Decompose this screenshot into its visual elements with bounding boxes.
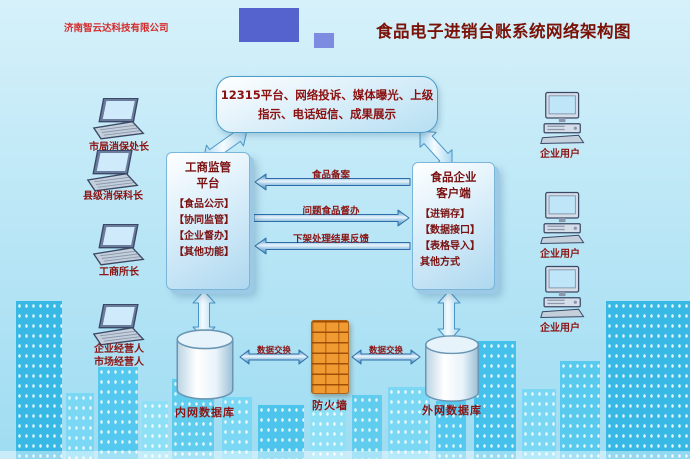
external-database-label: 外网数据库 xyxy=(422,404,482,417)
building xyxy=(474,341,516,459)
building xyxy=(436,401,466,459)
enterprise-item-other: 其他方式 xyxy=(420,257,460,269)
building xyxy=(222,397,252,459)
page-title: 食品电子进销台账系统网络架构图 xyxy=(376,22,631,41)
desktop-icon xyxy=(540,90,586,146)
building xyxy=(606,301,690,459)
building xyxy=(388,387,430,459)
building xyxy=(66,393,94,459)
internal-database-label: 内网数据库 xyxy=(175,406,235,419)
building xyxy=(560,361,600,459)
building xyxy=(258,405,304,459)
flow-label-removal-feedback: 下架处理结果反馈 xyxy=(292,234,370,245)
laptop-icon xyxy=(92,98,146,140)
firewall-label: 防火墙 xyxy=(312,399,348,412)
external-database-cylinder xyxy=(422,334,482,404)
user-label-operators-line2: 市场经营人 xyxy=(94,357,144,368)
enterprise-item-inventory: 【进销存】 xyxy=(420,209,470,221)
regulator-title-line2: 平台 xyxy=(196,175,220,190)
user-label-enterprise-1: 企业用户 xyxy=(540,149,580,160)
internal-database-cylinder xyxy=(174,328,236,402)
company-name: 济南智云达科技有限公司 xyxy=(64,23,169,34)
regulator-box-items: 【食品公示】 【协同监管】 【企业督办】 【其他功能】 xyxy=(171,197,245,261)
regulator-item-co-supervision: 【协同监管】 xyxy=(174,215,234,227)
laptop-icon xyxy=(92,304,146,346)
building xyxy=(522,389,556,459)
external-channels-line1: 12315平台、网络投诉、媒体曝光、上级 xyxy=(220,88,434,102)
user-label-operators-line1: 企业经营人 xyxy=(94,344,144,355)
building xyxy=(310,399,346,459)
logo-block-large xyxy=(239,8,299,42)
desktop-icon xyxy=(540,190,586,246)
desktop-icon xyxy=(540,264,586,320)
user-label-bureau-chief: 市局消保处长 xyxy=(89,142,149,153)
regulator-item-publicity: 【食品公示】 xyxy=(174,199,234,211)
building xyxy=(16,301,62,459)
user-label-county-chief: 县级消保科长 xyxy=(83,191,143,202)
external-channels-line2: 指示、电话短信、成果展示 xyxy=(258,107,396,121)
flow-label-data-exchange-right: 数据交换 xyxy=(368,346,404,356)
flow-label-food-record: 食品备案 xyxy=(311,170,351,181)
regulator-title-line1: 工商监管 xyxy=(185,160,231,174)
enterprise-item-table-import: 【表格导入】 xyxy=(420,241,480,253)
regulator-item-other: 【其他功能】 xyxy=(174,247,234,259)
enterprise-client-box: 食品企业 客户端 【进销存】 【数据接口】 【表格导入】 其他方式 xyxy=(412,162,495,290)
user-label-enterprise-3: 企业用户 xyxy=(540,323,580,334)
regulator-platform-box: 工商监管 平台 【食品公示】 【协同监管】 【企业督办】 【其他功能】 xyxy=(166,152,250,290)
enterprise-item-data-interface: 【数据接口】 xyxy=(420,225,480,237)
user-label-office-director: 工商所长 xyxy=(99,267,139,278)
regulator-item-enterprise-supervise: 【企业督办】 xyxy=(174,231,234,243)
building xyxy=(142,401,168,459)
regulator-box-title: 工商监管 平台 xyxy=(171,160,245,191)
user-label-operators: 企业经营人 市场经营人 xyxy=(69,343,169,369)
building xyxy=(352,395,382,459)
flow-label-data-exchange-left: 数据交换 xyxy=(256,346,292,356)
ground-strip xyxy=(0,451,690,459)
enterprise-box-title: 食品企业 客户端 xyxy=(417,170,490,201)
user-label-enterprise-2: 企业用户 xyxy=(540,249,580,260)
laptop-icon xyxy=(86,150,140,192)
enterprise-box-items: 【进销存】 【数据接口】 【表格导入】 其他方式 xyxy=(417,207,490,271)
firewall-icon xyxy=(311,320,349,394)
laptop-icon xyxy=(92,224,146,266)
building xyxy=(98,367,138,459)
enterprise-title-line2: 客户端 xyxy=(436,185,471,200)
enterprise-title-line1: 食品企业 xyxy=(430,170,477,184)
external-channels-box: 12315平台、网络投诉、媒体曝光、上级 指示、电话短信、成果展示 xyxy=(216,76,438,133)
flow-label-problem-supervision: 问题食品督办 xyxy=(302,206,360,217)
logo-block-small xyxy=(314,33,334,48)
